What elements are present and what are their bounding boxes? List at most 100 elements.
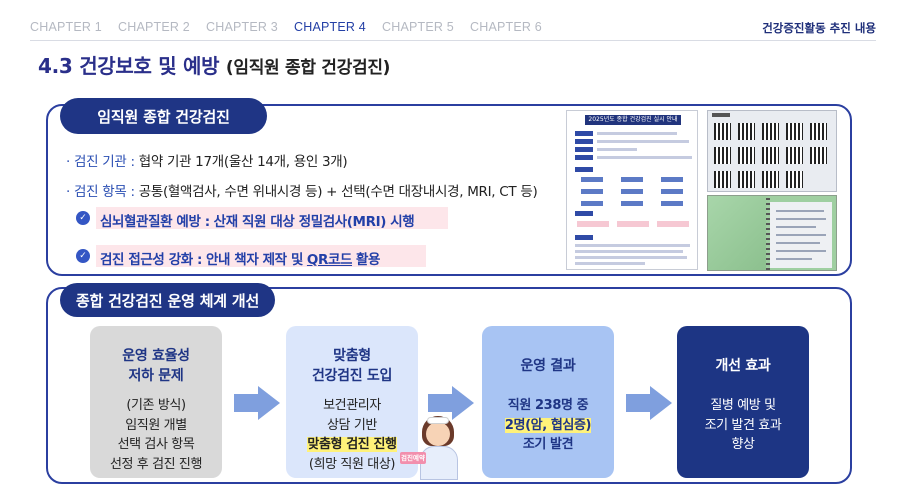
- tab-chapter-6[interactable]: CHAPTER 6: [470, 20, 542, 34]
- problem-box: 운영 효율성 저하 문제 (기존 방식) 임직원 개별 선택 검사 항목 선정 …: [90, 326, 222, 478]
- result-line: 조기 발견: [522, 437, 574, 452]
- booklet-cover: [708, 196, 766, 270]
- tab-chapter-5[interactable]: CHAPTER 5: [382, 20, 454, 34]
- tab-chapter-1[interactable]: CHAPTER 1: [30, 20, 102, 34]
- qr-code-icon: [810, 147, 827, 164]
- custom-checkup-box: 맞춤형 건강검진 도입 보건관리자 상담 기반 맞춤형 검진 진행 (희망 직원…: [286, 326, 418, 478]
- booklet-spiral: [766, 198, 770, 270]
- doc-label: [575, 147, 593, 152]
- document-title: 2025년도 종합 건강검진 실시 안내: [585, 115, 681, 125]
- items-key: 검진 항목 :: [74, 184, 135, 200]
- qr-code-icon: [786, 123, 803, 140]
- doc-line: [597, 148, 637, 151]
- qr-code-icon: [786, 171, 803, 188]
- doc-cell: [621, 201, 643, 206]
- booklet-line: [776, 250, 826, 252]
- doc-cell: [661, 201, 683, 206]
- doc-line: [597, 132, 677, 135]
- qr-code-icon: [762, 171, 779, 188]
- doc-label: [575, 139, 593, 144]
- qr-sheet-header: [712, 113, 730, 117]
- problem-line: 선정 후 검진 진행: [109, 456, 203, 472]
- doc-label: [575, 235, 593, 240]
- qr-code-icon: [738, 147, 755, 164]
- highlight-bar-1: [96, 207, 448, 229]
- booklet-line: [776, 210, 824, 212]
- doc-line: [597, 140, 689, 143]
- doc-line: [575, 256, 687, 259]
- appointment-sign: 검진예약: [400, 452, 426, 464]
- page-title: 4.3 건강보호 및 예방 (임직원 종합 건강검진): [38, 50, 390, 79]
- doc-cell: [661, 189, 683, 194]
- custom-line: 상담 기반: [327, 417, 377, 433]
- header-divider: [30, 40, 876, 41]
- qr-code-icon: [762, 123, 779, 140]
- booklet-line: [776, 218, 826, 220]
- doc-cell: [621, 177, 643, 182]
- custom-line: (희망 직원 대상): [308, 456, 396, 472]
- page-subtitle: (임직원 종합 건강검진): [225, 58, 391, 78]
- qr-code-icon: [762, 147, 779, 164]
- result-body: 직원 238명 중 2명(암, 협심증) 조기 발견: [482, 396, 614, 455]
- booklet-line: [776, 242, 820, 244]
- qr-code-icon: [714, 147, 731, 164]
- page-title-main: 4.3 건강보호 및 예방: [38, 54, 220, 78]
- booklet-line: [776, 226, 816, 228]
- tab-chapter-4[interactable]: CHAPTER 4: [294, 20, 366, 34]
- highlight-access: 검진 접근성 강화 : 안내 책자 제작 및 QR코드 활용: [100, 248, 380, 268]
- cardio-body: 산재 직원 대상 정밀검사(MRI) 시행: [213, 214, 415, 230]
- result-highlight: 2명(암, 협심증): [504, 417, 592, 433]
- result-box: 운영 결과 직원 238명 중 2명(암, 협심증) 조기 발견: [482, 326, 614, 478]
- cardio-head: 심뇌혈관질환 예방 :: [100, 214, 210, 230]
- doc-label: [575, 167, 593, 172]
- problem-title-line1: 운영 효율성: [122, 348, 190, 364]
- qr-code-icon: [810, 123, 827, 140]
- doc-cell: [581, 177, 603, 182]
- improvement-panel-title: 종합 건강검진 운영 체계 개선: [60, 283, 275, 317]
- chapter-tabs: CHAPTER 1 CHAPTER 2 CHAPTER 3 CHAPTER 4 …: [30, 20, 558, 34]
- booklet-line: [776, 234, 826, 236]
- custom-highlight: 맞춤형 검진 진행: [307, 437, 397, 452]
- top-nav: CHAPTER 1 CHAPTER 2 CHAPTER 3 CHAPTER 4 …: [0, 0, 900, 41]
- qr-code-icon: [714, 123, 731, 140]
- booklet-line: [776, 258, 812, 260]
- access-head: 검진 접근성 강화 :: [100, 252, 203, 268]
- tab-chapter-3[interactable]: CHAPTER 3: [206, 20, 278, 34]
- section-label: 건강증진활동 추진 내용: [762, 21, 876, 35]
- doc-line: [575, 250, 683, 253]
- problem-body: (기존 방식) 임직원 개별 선택 검사 항목 선정 후 검진 진행: [90, 396, 222, 474]
- doc-cell: [581, 189, 603, 194]
- doc-cell: [581, 201, 603, 206]
- qr-code-link[interactable]: QR코드: [306, 252, 353, 268]
- checkup-guide-document: 2025년도 종합 건강검진 실시 안내: [566, 110, 698, 270]
- problem-line: (기존 방식): [126, 398, 186, 413]
- doc-label: [575, 155, 593, 160]
- doc-label: [575, 131, 593, 136]
- problem-title: 운영 효율성 저하 문제: [90, 346, 222, 386]
- qr-code-icon: [786, 147, 803, 164]
- effect-title: 개선 효과: [715, 358, 771, 374]
- nurse-body: [420, 446, 458, 480]
- doc-line: [575, 262, 645, 265]
- institutions-key: 검진 기관 :: [74, 154, 135, 170]
- doc-cell: [621, 189, 643, 194]
- highlight-cardio: 심뇌혈관질환 예방 : 산재 직원 대상 정밀검사(MRI) 시행: [100, 210, 415, 230]
- custom-title: 맞춤형 건강검진 도입: [286, 346, 418, 386]
- bullet-dot: ·: [66, 184, 70, 200]
- doc-label: [575, 211, 593, 216]
- checkup-institutions: ·검진 기관 : 협약 기관 17개(울산 14개, 용인 3개): [66, 150, 348, 170]
- bullet-dot: ·: [66, 154, 70, 170]
- doc-line: [575, 244, 690, 247]
- doc-line: [597, 156, 692, 159]
- qr-code-sheet: [707, 110, 837, 192]
- custom-title-line2: 건강검진 도입: [311, 368, 393, 384]
- doc-cell: [661, 177, 683, 182]
- effect-line: 질병 예방 및: [710, 398, 776, 413]
- doc-pink-box: [577, 221, 609, 227]
- items-value: 공통(혈액검사, 수면 위내시경 등) + 선택(수면 대장내시경, MRI, …: [138, 184, 538, 200]
- problem-line: 선택 검사 항목: [117, 437, 195, 452]
- access-body-pre: 안내 책자 제작 및: [205, 252, 303, 268]
- result-title: 운영 결과: [520, 358, 576, 374]
- tab-chapter-2[interactable]: CHAPTER 2: [118, 20, 190, 34]
- nurse-illustration: 검진예약: [400, 416, 470, 480]
